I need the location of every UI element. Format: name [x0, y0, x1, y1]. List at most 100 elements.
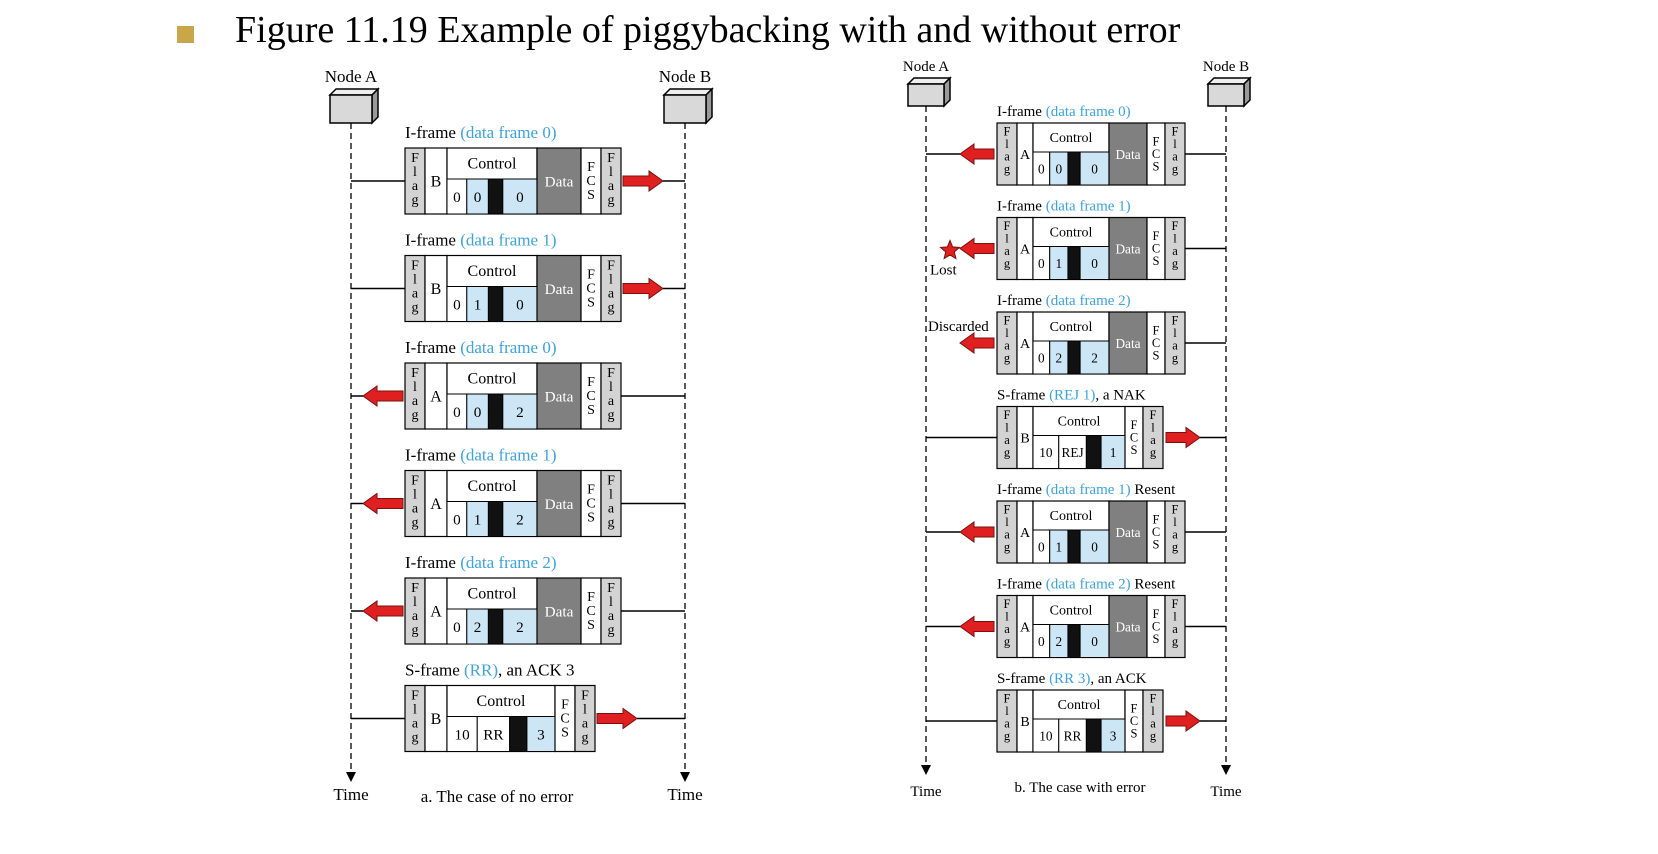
data-field [1108, 216, 1148, 281]
flag-label-char: l [413, 487, 417, 502]
control-pf-bit [1067, 151, 1081, 186]
node-b-box-front [663, 94, 707, 124]
flag-label-char: F [1004, 408, 1011, 422]
fcs-label: FCS [1152, 607, 1160, 646]
flag-label-char: F [1004, 597, 1011, 611]
flag-label-char: l [1151, 421, 1155, 435]
control-pf-bit [1067, 624, 1081, 658]
fcs-label-char: F [587, 375, 595, 390]
panel-caption: b. The case with error [1015, 780, 1146, 796]
flag-label-char: a [1172, 150, 1178, 164]
flag-label-char: l [1005, 232, 1009, 246]
flag-label-char: l [1005, 610, 1009, 624]
fcs-label-char: S [587, 403, 595, 418]
flag-label-char: l [413, 380, 417, 395]
fcs-label: FCS [586, 590, 595, 633]
flag-label-char: a [1004, 717, 1010, 731]
flag-label-char: a [608, 609, 615, 624]
flag-label-char: g [412, 730, 419, 745]
flag-label-char: g [608, 408, 615, 423]
flag-label-char: l [1005, 515, 1009, 529]
flag-label-char: a [608, 179, 615, 194]
control-label: Control [1058, 698, 1101, 713]
flag-label-char: a [1150, 433, 1156, 447]
flag-label-char: g [1004, 446, 1011, 460]
flag-label-char: a [1004, 150, 1010, 164]
flag-label-char: F [1150, 408, 1157, 422]
node-a-box-side [371, 87, 379, 125]
flag-label-char: F [1172, 503, 1179, 517]
control-bit-1-label: 0 [453, 404, 461, 421]
flag-label-char: F [1004, 692, 1011, 706]
control-bit-3-label: 2 [516, 512, 524, 529]
frame-title: S-frame (REJ 1), a NAK [997, 388, 1146, 404]
flag-label-char: g [1172, 162, 1179, 176]
data-label: Data [1115, 241, 1140, 256]
direction-arrow [1165, 426, 1201, 449]
fcs-label-char: F [561, 698, 569, 713]
flag-label-char: g [608, 515, 615, 530]
control-bit-3-label: 2 [516, 619, 524, 636]
lost-star-icon [939, 239, 961, 260]
flag-label-char: l [609, 272, 613, 287]
flag-label-char: g [1172, 257, 1179, 271]
flag-label-char: g [1004, 729, 1011, 743]
frame-title: I-frame (data frame 0) [997, 104, 1131, 120]
flag-label-char: l [1005, 421, 1009, 435]
control-label: Control [468, 478, 517, 495]
data-label: Data [1115, 147, 1140, 162]
panel-caption: a. The case of no error [421, 787, 574, 806]
fcs-label-char: C [586, 604, 595, 619]
flag-label-char: F [411, 366, 419, 381]
time-label: Time [910, 784, 941, 800]
control-bit-3-label: 1 [1110, 445, 1117, 460]
flag-label-char: g [608, 300, 615, 315]
control-bit-3-label: 0 [1091, 634, 1098, 649]
control-label: Control [1050, 604, 1093, 619]
fcs-label: FCS [1152, 323, 1160, 362]
frame-title: I-frame (data frame 2) [405, 553, 557, 572]
fcs-label-char: C [1130, 430, 1138, 444]
flag-label-char: a [1004, 528, 1010, 542]
node-a-box-side [943, 76, 951, 108]
frame-title: S-frame (RR 3), an ACK [997, 671, 1147, 687]
control-label: Control [468, 585, 517, 602]
data-label: Data [545, 174, 574, 191]
address-label: A [1020, 337, 1031, 352]
flag-label-char: a [412, 609, 419, 624]
fcs-label-char: F [1153, 323, 1160, 337]
flag-label-char: a [1172, 339, 1178, 353]
flag-label-char: a [1004, 433, 1010, 447]
flag-label-char: a [1004, 339, 1010, 353]
direction-arrow [959, 332, 995, 354]
flag-label-char: l [1173, 137, 1177, 151]
direction-arrow [959, 143, 995, 165]
node-b-label: Node B [1203, 59, 1249, 75]
flag-label-char: g [412, 300, 419, 315]
flag-label-char: g [608, 193, 615, 208]
fcs-label-char: C [586, 174, 595, 189]
control-label: Control [1050, 320, 1093, 335]
address-label: A [430, 496, 442, 513]
flag-label-char: a [608, 394, 615, 409]
control-bit-3 [1079, 529, 1110, 564]
data-field [1108, 122, 1148, 186]
node-b-box-front [1207, 83, 1245, 107]
flag-label-char: g [1172, 635, 1179, 649]
flag-label-char: F [1004, 125, 1011, 139]
